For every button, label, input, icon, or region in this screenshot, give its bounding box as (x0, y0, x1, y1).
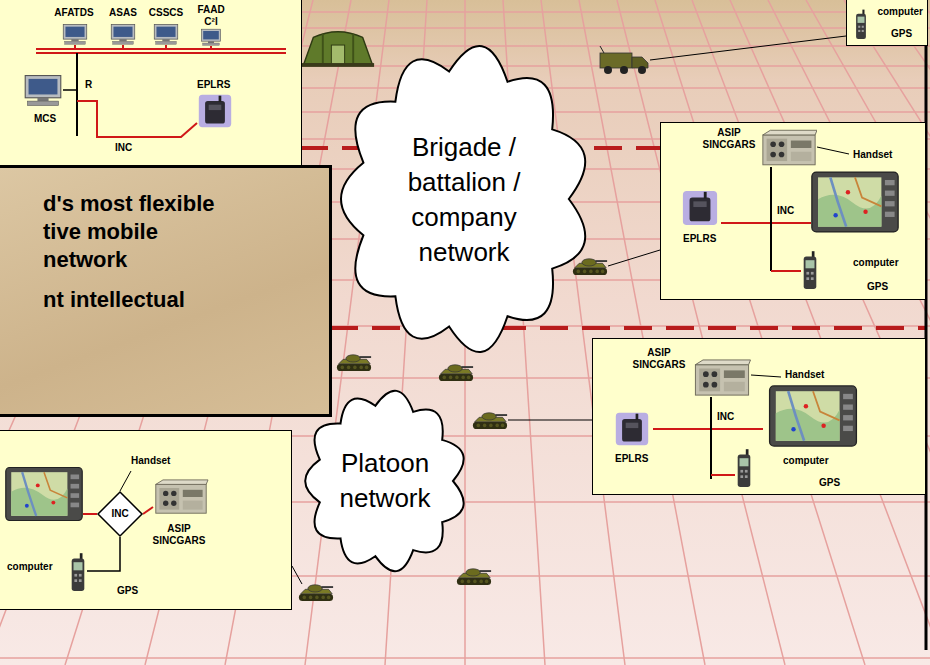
device-label: GPS (117, 585, 138, 597)
device-icon (856, 10, 866, 39)
device-icon (199, 95, 231, 127)
wire (76, 53, 78, 136)
device-label: Handset (853, 149, 892, 161)
wire (122, 45, 124, 49)
device-label: Handset (131, 455, 170, 467)
device-icon (738, 449, 751, 487)
device-label: GPS (891, 28, 912, 40)
node-art (300, 386, 470, 576)
device-icon (156, 480, 208, 513)
wire (653, 428, 763, 430)
diamond-outline (98, 492, 142, 536)
wire (87, 537, 120, 571)
slogan-text: d's most flexible tive mobile network (43, 190, 241, 274)
device-icon (6, 467, 82, 520)
device-icon (63, 24, 86, 44)
device-label: computer (7, 561, 53, 573)
wire (83, 513, 97, 515)
wire (143, 507, 153, 514)
wire (711, 474, 735, 476)
wire (710, 397, 712, 479)
network-label: Platoon network (325, 446, 445, 516)
equipment-box: ASIP SINCGARS HandsetINC EPLRS computerGPS (592, 338, 926, 495)
cloud-outline (341, 46, 585, 352)
device-icon (154, 24, 177, 44)
device-icon (763, 130, 817, 165)
wire (36, 48, 286, 50)
wire (770, 167, 772, 271)
wire (721, 222, 811, 224)
wire (120, 471, 131, 491)
device-icon (770, 386, 857, 446)
wire (751, 375, 781, 377)
device-label: Handset (785, 369, 824, 381)
device-label: ASIP SINCGARS (149, 523, 209, 547)
wire (210, 46, 212, 49)
inc-diamond: INC (97, 491, 143, 537)
network-cloud: Brigade / battalion / company network (333, 38, 595, 360)
device-label: computer (783, 455, 829, 467)
device-label: GPS (819, 477, 840, 489)
wire (817, 147, 849, 154)
device-label: INC (115, 142, 132, 154)
device-label: AFATDS (49, 7, 99, 19)
device-icon (25, 76, 61, 106)
equipment-box: ASIP SINCGARS HandsetINC EPLRS computerGPS (660, 122, 926, 300)
device-label: EPLRS (683, 233, 716, 245)
device-icon (72, 553, 85, 591)
device-label: FAAD C²I (191, 4, 231, 28)
device-label: INC (777, 205, 794, 217)
equipment-box: Handset computer ASIP SINCGARS GPS INC (0, 430, 292, 610)
device-icon (616, 413, 648, 445)
wire (77, 101, 197, 137)
wire (36, 52, 286, 54)
wire (165, 45, 167, 49)
node-art (333, 38, 595, 360)
device-label: INC (97, 508, 143, 520)
equipment-box: computerGPS (846, 0, 928, 46)
network-cloud: Platoon network (300, 386, 470, 576)
device-label: MCS (29, 113, 61, 125)
device-icon (812, 172, 898, 232)
cloud-outline (305, 391, 463, 572)
slogan-panel: d's most flexible tive mobile network nt … (0, 165, 332, 417)
device-label: EPLRS (197, 79, 230, 91)
device-icon (804, 251, 817, 289)
device-icon (683, 191, 717, 225)
device-label: ASIP SINCGARS (629, 347, 689, 371)
device-label: R (85, 79, 92, 91)
slogan-text: nt intellectual (43, 286, 303, 314)
device-icon (201, 29, 220, 45)
device-icon (111, 24, 134, 44)
wire (63, 89, 77, 91)
device-label: ASIP SINCGARS (699, 127, 759, 151)
equipment-box: AFATDSASASCSSCSFAAD C²I MCS R INC EPLRS (0, 0, 302, 171)
device-label: ASAS (101, 7, 145, 19)
wire (74, 45, 76, 49)
device-label: CSSCS (142, 7, 190, 19)
device-label: GPS (867, 281, 888, 293)
device-label: computer (853, 257, 899, 269)
device-label: EPLRS (615, 453, 648, 465)
device-icon (695, 360, 750, 395)
device-label: computer (873, 6, 923, 18)
network-label: Brigade / battalion / company network (394, 130, 534, 270)
node-art (0, 0, 303, 172)
wire (771, 270, 801, 272)
device-label: INC (717, 411, 734, 423)
